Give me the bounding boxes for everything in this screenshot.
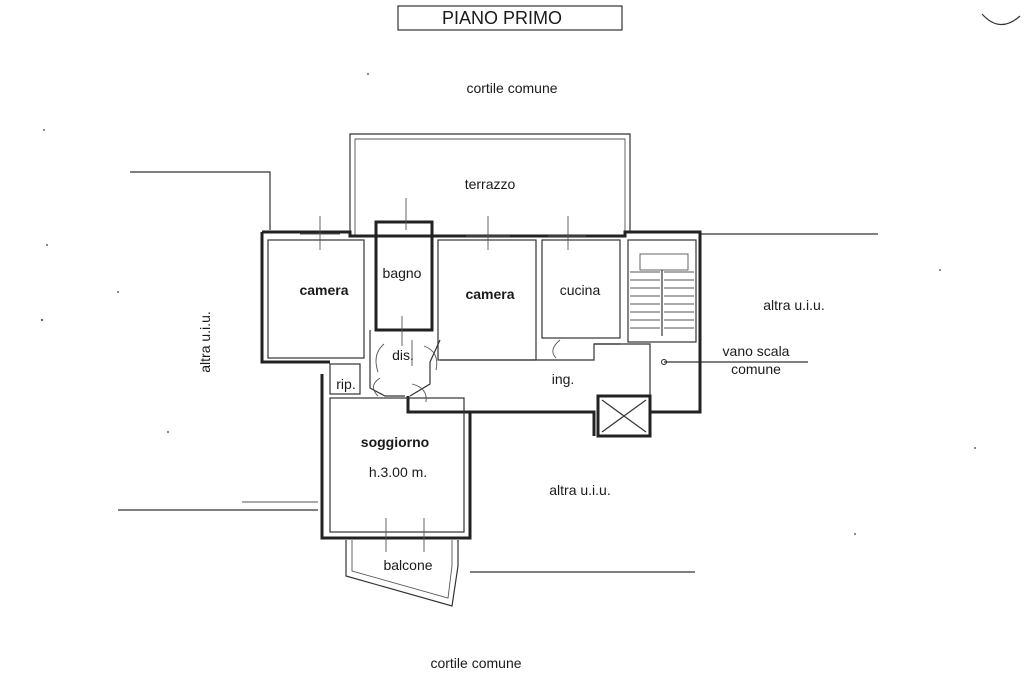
lift-shaft xyxy=(596,394,652,438)
dis-west xyxy=(369,330,405,397)
scan-marks xyxy=(40,73,976,535)
corridor-north xyxy=(440,343,620,361)
terrace xyxy=(349,133,631,236)
balcone-inner xyxy=(351,540,453,599)
door-swing-soggiorno xyxy=(411,383,427,403)
label-terrazzo: terrazzo xyxy=(465,176,516,192)
room-camera-1 xyxy=(267,239,365,359)
boundary-lines xyxy=(118,171,878,573)
label-dis: dis. xyxy=(392,347,414,363)
door-swing-dis xyxy=(373,377,381,397)
stair-core xyxy=(627,239,697,343)
wall-west-upper xyxy=(260,232,330,364)
boundary-left-top xyxy=(130,171,271,230)
room-bagno xyxy=(374,220,434,332)
plan-title: PIANO PRIMO xyxy=(442,8,562,28)
room-soggiorno-outer xyxy=(320,374,472,540)
terrace-inner xyxy=(354,138,626,236)
corner-arc xyxy=(981,13,1021,26)
label-vano-scala-1: vano scala xyxy=(723,343,790,359)
balcone-outer xyxy=(345,540,459,607)
stair-well xyxy=(639,253,689,271)
label-altra-right: altra u.i.u. xyxy=(763,297,824,313)
wall-north xyxy=(262,230,702,414)
label-soggiorno: soggiorno xyxy=(361,434,429,450)
label-rip: rip. xyxy=(336,376,355,392)
title-block: PIANO PRIMO xyxy=(397,5,623,31)
stair-treads xyxy=(630,253,694,336)
door-swings xyxy=(373,339,561,403)
title-frame xyxy=(397,5,623,31)
door-swing-cucina xyxy=(552,339,561,359)
vano-scala-marker xyxy=(661,359,667,365)
label-camera-1: camera xyxy=(299,282,348,298)
room-cucina xyxy=(541,239,621,339)
label-cortile-bottom: cortile comune xyxy=(430,655,521,671)
apartment-walls xyxy=(260,220,702,607)
corridor-south xyxy=(406,396,596,436)
door-swing-camera1 xyxy=(375,343,385,373)
label-height: h.3.00 m. xyxy=(369,464,427,480)
room-soggiorno xyxy=(329,397,465,533)
label-bagno: bagno xyxy=(383,265,422,281)
label-ing: ing. xyxy=(552,371,575,387)
label-balcone: balcone xyxy=(383,557,432,573)
dis-east xyxy=(409,339,441,397)
label-camera-2: camera xyxy=(465,286,514,302)
stair-landing xyxy=(594,343,651,412)
label-vano-scala-2: comune xyxy=(731,361,781,377)
label-cucina: cucina xyxy=(560,282,601,298)
door-swing-camera2 xyxy=(423,345,438,371)
room-rip xyxy=(329,363,361,395)
terrace-outer xyxy=(349,133,631,236)
label-cortile-top: cortile comune xyxy=(466,80,557,96)
label-altra-bottom: altra u.i.u. xyxy=(549,482,610,498)
window-marks xyxy=(300,198,586,552)
label-altra-left: altra u.i.u. xyxy=(197,311,213,372)
lift-cross-2 xyxy=(601,399,647,433)
